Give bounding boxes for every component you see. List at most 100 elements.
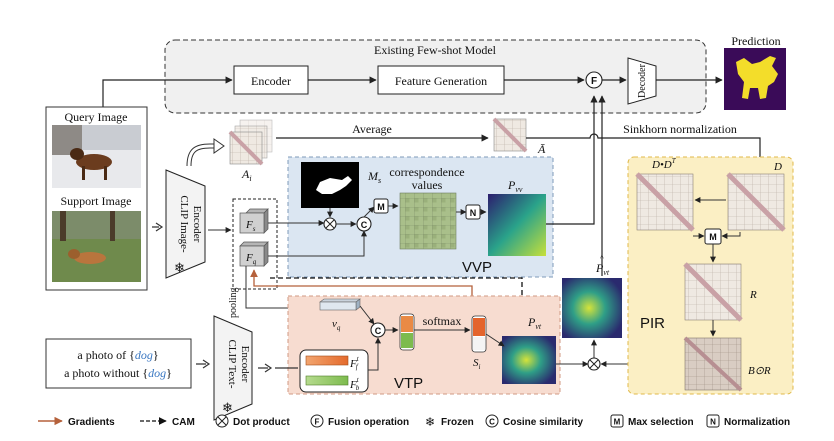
raw-score-fg — [401, 316, 413, 332]
encoder-to-attention-arrow-outline — [186, 143, 216, 167]
clip-image-encoder — [165, 169, 206, 279]
legend-gradients-label: Gradients — [68, 417, 115, 428]
legend-dot-product-symbol — [217, 416, 227, 426]
fq-to-cosine-arrow — [268, 230, 367, 257]
legend-fusion-label: Fusion operation — [328, 417, 409, 428]
legend-dot-product-label: Dot product — [233, 417, 290, 428]
cosine-similarity-symbol-vtp: C — [375, 326, 382, 336]
text-prompt-1: a photo of {dog} — [77, 348, 158, 362]
softmax-score-bg — [473, 337, 485, 350]
background-text-feature — [305, 375, 349, 386]
query-image-title: Query Image — [65, 110, 128, 124]
legend-norm-swatch — [706, 414, 720, 428]
decoder-shape — [627, 57, 657, 105]
pvt-label: Pvt — [527, 315, 542, 331]
support-image — [52, 211, 141, 282]
average-attention-map — [492, 117, 528, 153]
clip-image-encoder-label-1: CLIP Image- — [178, 195, 190, 253]
attention-maps-label: Ai — [241, 167, 252, 183]
legend-cosine-symbol: C — [489, 418, 495, 427]
max-selection-symbol: M — [377, 202, 385, 212]
pvv-to-fusion-arrow — [546, 95, 598, 225]
dot-product-symbol — [325, 219, 335, 229]
pooling-arrow — [245, 266, 301, 311]
few-shot-model-title: Existing Few-shot Model — [374, 43, 497, 57]
correspondence-label-2: values — [412, 178, 443, 192]
average-label: Average — [352, 122, 392, 136]
correspondence-map — [399, 192, 457, 250]
fusion-operation-symbol: F — [591, 76, 597, 87]
softmax-label: softmax — [423, 314, 462, 328]
feature-generation-box — [377, 65, 505, 95]
average-attention-label: Ā — [537, 142, 546, 156]
sinkhorn-label: Sinkhorn normalization — [623, 122, 737, 136]
feature-generation-label: Feature Generation — [395, 74, 487, 88]
vvp-title: VVP — [462, 259, 492, 276]
d-dt-label: D•DT — [651, 157, 677, 171]
legend-fusion-swatch — [310, 414, 324, 428]
scores-to-pvt-arrow — [485, 333, 505, 347]
r-label: R — [749, 289, 757, 301]
prediction-title: Prediction — [731, 34, 780, 48]
support-mask-dog — [316, 176, 352, 194]
query-feature-label: Fq — [245, 252, 257, 266]
clip-text-encoder-label-2: Encoder — [239, 346, 251, 383]
clip-text-encoder — [213, 315, 253, 421]
pvv-label: Pvv — [507, 178, 523, 194]
encoder-box — [233, 65, 309, 95]
pir-title: PIR — [640, 315, 665, 332]
text-prompt-2: a photo without {dog} — [64, 366, 172, 380]
query-vector — [319, 298, 361, 311]
d-label: D — [773, 161, 782, 173]
attention-maps-stack — [228, 119, 273, 166]
legend-frozen-icon: ❄ — [425, 415, 435, 429]
support-feature-label: Fs — [245, 219, 256, 233]
pir-dot-product-symbol — [589, 359, 599, 369]
cosine-similarity-symbol-vvp: C — [361, 220, 368, 230]
raw-score-bg — [401, 333, 413, 348]
prediction-dog-shape — [736, 56, 778, 99]
support-mask-label: Ms — [367, 169, 381, 185]
d-to-max-arrow — [721, 232, 741, 239]
frozen-icon: ❄ — [174, 260, 185, 275]
legend: Gradients CAM Dot product F Fusion opera… — [38, 414, 790, 429]
pvt-heatmap — [502, 336, 556, 384]
pvt-hat-heatmap — [562, 278, 622, 338]
legend-max-symbol: M — [614, 418, 621, 427]
decoder-label: Decoder — [637, 63, 648, 98]
legend-max-swatch — [610, 414, 624, 428]
vtp-title: VTP — [394, 375, 423, 392]
d-matrix — [726, 172, 786, 232]
query-vector-label: vq — [332, 318, 341, 332]
d-dt-matrix — [635, 172, 695, 232]
softmax-scores-label: Si — [473, 357, 481, 371]
query-feature-cube — [239, 241, 269, 267]
text-features-to-cosine-arrow — [368, 337, 381, 371]
correspondence-label-1: correspondence — [389, 165, 464, 179]
legend-cam-label: CAM — [172, 417, 195, 428]
sinkhorn-arrow — [526, 133, 764, 171]
support-image-title: Support Image — [61, 194, 132, 208]
legend-max-label: Max selection — [628, 417, 694, 428]
support-feature-cube — [239, 208, 269, 234]
encoder-to-attention-arrow-fill — [187, 144, 216, 167]
pooling-label: pooling — [228, 287, 239, 318]
b-odot-r-matrix — [683, 336, 743, 392]
pvv-heatmap — [488, 194, 546, 256]
legend-norm-label: Normalization — [724, 417, 790, 428]
text-encoder-to-features-arrow — [258, 363, 273, 373]
r-matrix — [683, 262, 743, 322]
query-image — [52, 125, 141, 188]
clip-text-encoder-label-1: CLIP Text- — [226, 339, 238, 388]
legend-cosine-swatch — [485, 414, 499, 428]
legend-norm-symbol: N — [710, 418, 716, 427]
b-odot-r-label: B⊙R — [748, 365, 771, 377]
pvt-hat-label: Pvt — [595, 261, 610, 277]
normalization-symbol: N — [470, 208, 477, 218]
prompts-to-text-encoder-arrow — [196, 359, 211, 369]
pir-max-selection-symbol: M — [709, 232, 717, 242]
foreground-text-feature — [305, 355, 349, 366]
